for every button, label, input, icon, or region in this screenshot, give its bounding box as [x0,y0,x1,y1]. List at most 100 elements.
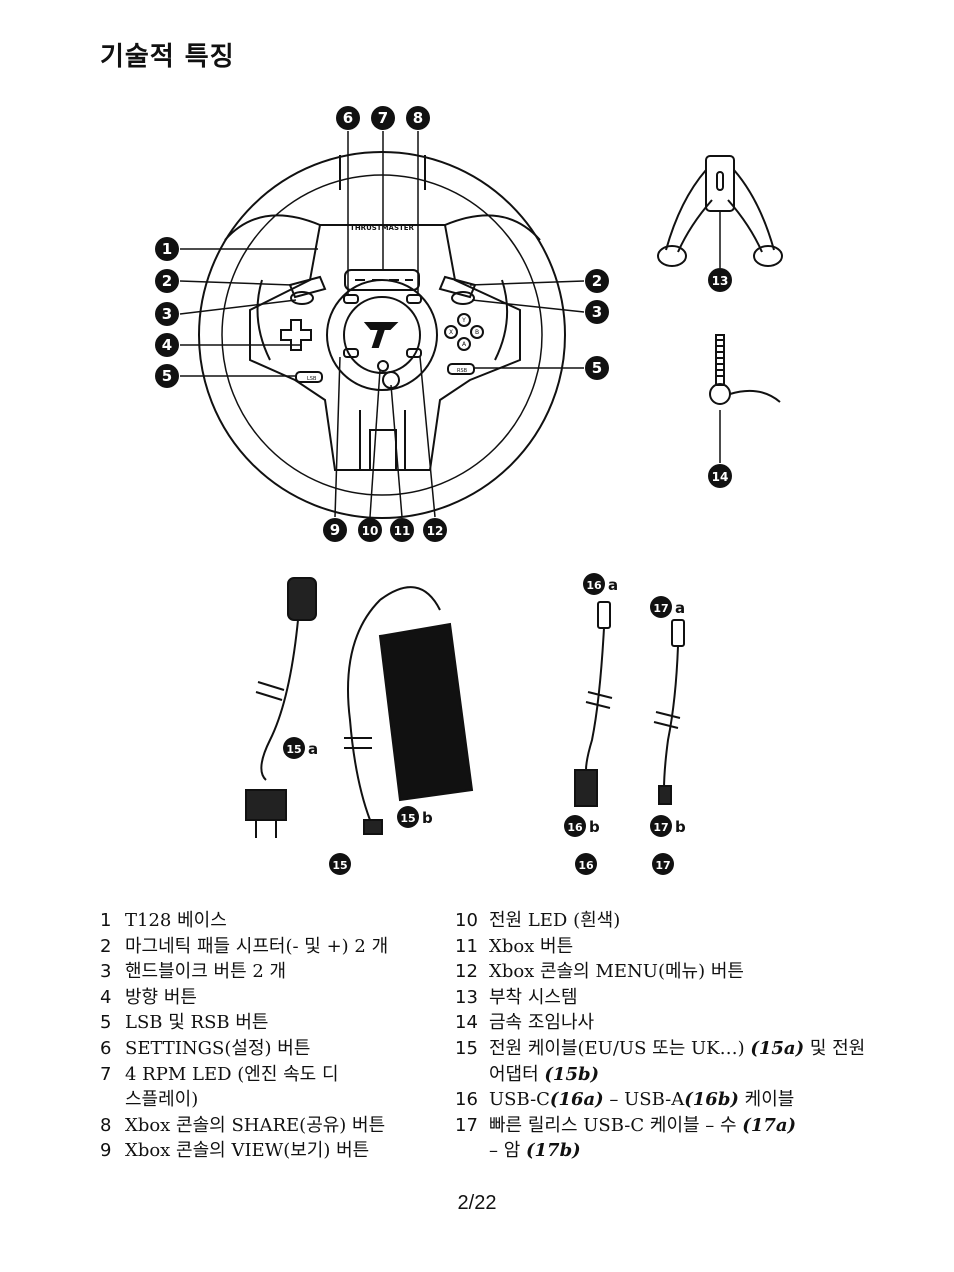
item-number: 5 [100,1012,112,1034]
item-ref: (15a) [750,1037,805,1059]
y-button [457,313,471,327]
item-text-part: 및 전원 어댑터 [489,1037,866,1085]
item-text: 마그네틱 패들 시프터(- 및 +) 2 개 [125,935,389,957]
item-number: 8 [100,1114,112,1136]
metal-screw [709,334,781,405]
item-number: 3 [100,961,112,983]
callout-15b-suffix: b [422,809,433,827]
item-number: 7 [100,1063,112,1085]
callout-15a-suffix: a [308,740,318,758]
callout-9: 9 [330,521,340,539]
item-text: 부착 시스템 [489,986,578,1008]
callout-2-left: 2 [162,272,172,290]
item-text: 전원 LED (흰색) [489,910,621,931]
item-number: 4 [100,986,112,1008]
item-text: 방향 버튼 [125,986,197,1008]
item-text: Xbox 버튼 [489,935,574,957]
item-text-part: 케이블 [738,1089,795,1111]
callout-13: 13 [712,274,729,288]
item-text-part: 빠른 릴리스 USB-C 케이블 – 수 [489,1114,743,1136]
callout-3-right: 3 [592,303,602,321]
x-label: X [449,329,453,336]
callout-17: 17 [655,859,670,872]
item-ref: (16b) [684,1089,739,1111]
list-item: 3 핸드블이크 버튼 2 개 [100,959,440,985]
item-number: 15 [455,1037,478,1059]
b-button [470,325,484,339]
callout-17a: 17 [653,602,668,615]
callout-14: 14 [712,470,729,484]
item-number: 16 [455,1089,478,1111]
callout-3-left: 3 [162,305,172,323]
wheel-rim [198,151,566,519]
y-label: Y [461,317,466,324]
list-item: 10 전원 LED (흰색) [455,908,875,934]
callout-badges: 1 2 3 4 5 2 3 5 6 7 8 9 10 11 12 13 14 1… [155,106,732,875]
item-text: LSB 및 RSB 버튼 [125,1012,269,1034]
list-item: 17 빠른 릴리스 USB-C 케이블 – 수 (17a) – 암 (17b) [455,1113,875,1164]
page-number: 2/22 [457,1192,497,1214]
a-button [457,337,471,351]
callout-16a: 16 [586,579,602,592]
callout-5-left: 5 [162,367,172,385]
callout-15b: 15 [400,812,415,825]
item-ref: (16a) [549,1089,604,1111]
usb-c-usb-a-cable [574,601,613,807]
item-number: 13 [455,986,478,1008]
callout-16: 16 [578,859,594,872]
list-item: 4 방향 버튼 [100,985,440,1011]
item-text: 빠른 릴리스 USB-C 케이블 – 수 (17a) – 암 (17b) [489,1113,849,1164]
item-text: 4 RPM LED (엔진 속도 디스플레이) [125,1063,339,1111]
item-text: 핸드블이크 버튼 2 개 [125,961,287,983]
callout-16a-suffix: a [608,576,618,594]
callout-7: 7 [378,109,388,127]
item-number: 2 [100,935,112,957]
x-button [444,325,458,339]
item-number: 9 [100,1140,112,1162]
callout-6: 6 [343,109,353,127]
page-title: 기술적 특징 [100,42,235,72]
item-text-part: USB-C [489,1089,550,1111]
callout-16b: 16 [567,821,583,834]
dpad [280,319,312,351]
item-ref: (17a) [742,1114,797,1136]
callout-11: 11 [394,524,411,538]
rsb-label: RSB [457,368,468,374]
callout-1: 1 [162,240,172,258]
attachment-system [657,155,783,267]
item-text: 전원 케이블(EU/US 또는 UK…) (15a) 및 전원 어댑터 (15b… [489,1036,869,1087]
item-number: 14 [455,1012,478,1034]
callout-15a: 15 [286,743,301,756]
item-number: 11 [455,935,478,957]
b-label: B [475,329,479,336]
item-text: Xbox 콘솔의 SHARE(공유) 버튼 [125,1114,386,1136]
legend-right: 10 전원 LED (흰색) 11 Xbox 버튼 12 Xbox 콘솔의 MENU(… [455,908,875,1164]
list-item: 15 전원 케이블(EU/US 또는 UK…) (15a) 및 전원 어댑터 (… [455,1036,875,1087]
item-text: Xbox 콘솔의 VIEW(보기) 버튼 [125,1140,370,1162]
item-text-part: – USB-A [603,1089,685,1111]
item-text: T128 베이스 [125,910,227,931]
callout-5-right: 5 [592,359,602,377]
item-text: Xbox 콘솔의 MENU(메뉴) 버튼 [489,961,744,983]
a-label: A [462,341,467,348]
list-item: 13 부착 시스템 [455,985,875,1011]
callout-10: 10 [362,524,379,538]
item-number: 17 [455,1114,478,1136]
technical-illustration: THRUSTMASTER LSB RSB Y X B A [155,106,783,875]
list-item: 5 LSB 및 RSB 버튼 [100,1010,440,1036]
list-item: 12 Xbox 콘솔의 MENU(메뉴) 버튼 [455,959,875,985]
item-text-part: – 암 [489,1140,527,1162]
item-ref: (17b) [526,1140,581,1162]
list-item: 11 Xbox 버튼 [455,934,875,960]
list-item: 7 4 RPM LED (엔진 속도 디스플레이) [100,1062,440,1113]
lsb-label: LSB [307,376,317,382]
callout-17b-suffix: b [675,818,686,836]
item-text-part: 전원 케이블(EU/US 또는 UK…) [489,1037,751,1059]
item-number: 10 [455,910,478,931]
callout-12: 12 [427,524,444,538]
callout-16b-suffix: b [589,818,600,836]
item-number: 12 [455,961,478,983]
